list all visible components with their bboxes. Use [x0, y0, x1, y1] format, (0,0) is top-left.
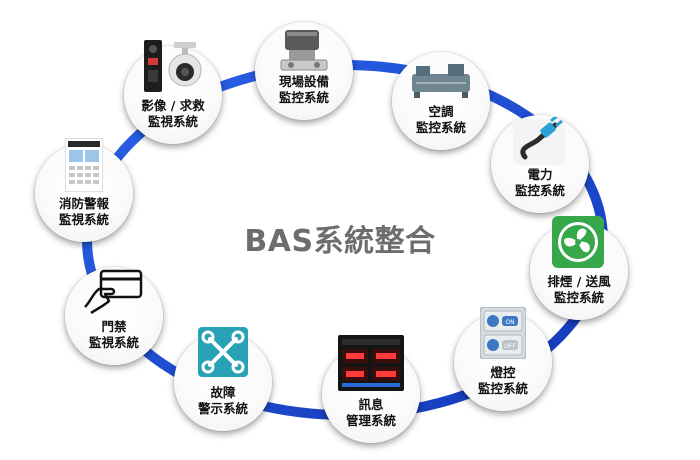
fire-panel-icon — [65, 138, 103, 192]
node-fault-alarm[interactable]: 故障警示系統 — [174, 327, 272, 431]
card-reader-icon — [84, 269, 143, 315]
node-cctv[interactable]: 影像 / 求救監視系統 — [124, 40, 222, 144]
node-label: 影像 / 求救監視系統 — [141, 98, 205, 129]
node-label: 故障警示系統 — [197, 385, 248, 416]
node-label: 訊息管理系統 — [345, 397, 396, 428]
node-exhaust[interactable]: 排煙 / 送風監控系統 — [530, 216, 628, 320]
node-label: 空調監控系統 — [415, 104, 466, 135]
node-access-control[interactable]: 門禁監視系統 — [65, 267, 163, 365]
node-power[interactable]: 電力監控系統 — [491, 115, 589, 213]
node-label: 排煙 / 送風監控系統 — [547, 274, 611, 305]
light-switch-icon: ON OFF — [480, 307, 526, 359]
node-label: 燈控監控系統 — [477, 365, 528, 396]
fan-icon — [552, 216, 604, 268]
svg-text:ON: ON — [505, 319, 514, 326]
valve-actuator-icon — [280, 30, 328, 71]
node-label: 電力監控系統 — [514, 167, 565, 198]
node-lighting[interactable]: ON OFF 燈控監控系統 — [454, 307, 552, 411]
diagram-title: BAS系統整合 — [244, 224, 436, 259]
chiller-icon — [412, 64, 470, 98]
node-hvac[interactable]: 空調監控系統 — [392, 52, 490, 150]
led-display-icon — [338, 335, 404, 391]
camera-icon — [144, 40, 202, 92]
node-label: 門禁監視系統 — [88, 319, 139, 350]
node-label: 消防警報監視系統 — [58, 196, 109, 227]
node-message[interactable]: 訊息管理系統 — [322, 335, 420, 443]
node-field-equipment[interactable]: 現場設備監控系統 — [255, 22, 353, 120]
wrench-icon — [198, 327, 248, 377]
svg-text:OFF: OFF — [504, 343, 516, 350]
node-fire-alarm[interactable]: 消防警報監視系統 — [35, 138, 133, 242]
power-plug-icon — [513, 117, 565, 165]
node-label: 現場設備監控系統 — [278, 74, 329, 105]
